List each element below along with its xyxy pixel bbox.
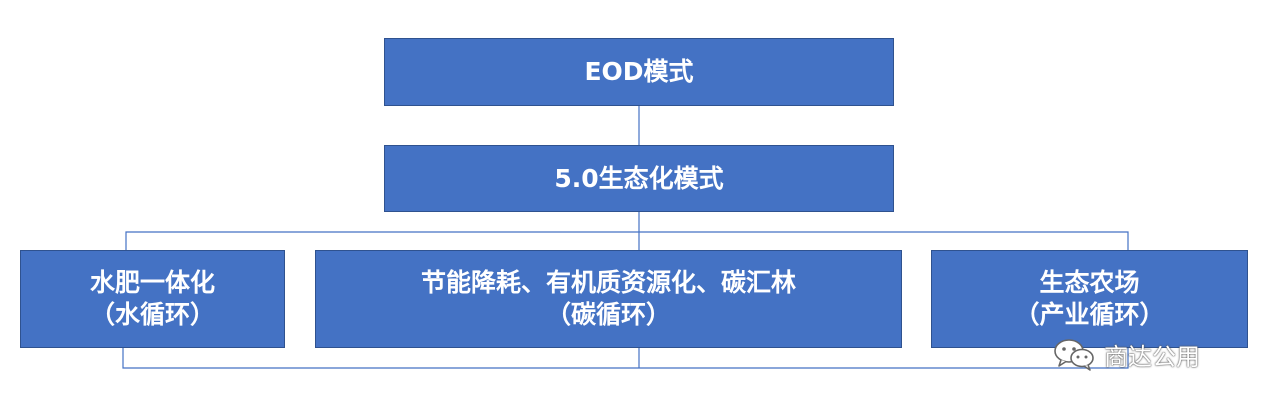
node-carbon-cycle: 节能降耗、有机质资源化、碳汇林 （碳循环） — [315, 250, 902, 348]
node-farm-line1: 生态农场 — [1039, 268, 1140, 297]
connector-upper-bracket — [125, 231, 1129, 250]
node-eco-5-mode: 5.0生态化模式 — [384, 145, 894, 212]
watermark-text: 商达公用 — [1104, 342, 1200, 371]
node-water-line2: （水循环） — [89, 300, 215, 329]
node-eod-mode-label: EOD模式 — [584, 57, 694, 86]
connector-lower-bracket — [122, 348, 1129, 369]
node-water-line1: 水肥一体化 — [89, 268, 215, 297]
node-carbon-line2: （碳循环） — [545, 300, 671, 329]
node-eod-mode: EOD模式 — [384, 38, 894, 106]
node-eco-farm: 生态农场 （产业循环） — [931, 250, 1248, 348]
node-water-fertilizer: 水肥一体化 （水循环） — [20, 250, 285, 348]
node-eco-5-mode-label: 5.0生态化模式 — [554, 163, 724, 193]
node-farm-line2: （产业循环） — [1014, 300, 1165, 329]
node-carbon-line1: 节能降耗、有机质资源化、碳汇林 — [420, 268, 796, 297]
watermark: 商达公用 — [1052, 336, 1200, 372]
wechat-icon — [1054, 339, 1094, 371]
